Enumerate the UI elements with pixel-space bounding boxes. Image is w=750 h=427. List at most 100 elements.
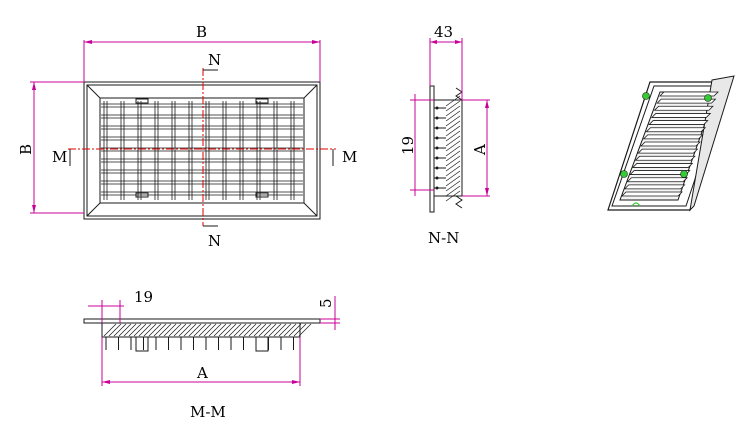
arrowhead bbox=[32, 82, 36, 90]
iso-blade bbox=[645, 127, 707, 133]
arrowhead bbox=[455, 40, 462, 44]
iso-blade bbox=[648, 120, 709, 125]
front-view: N N M M B B bbox=[17, 23, 357, 250]
hatch-line bbox=[293, 323, 307, 337]
section-label-n-top: N bbox=[208, 51, 221, 69]
hatch-line bbox=[445, 145, 461, 157]
arrowhead bbox=[84, 40, 92, 44]
arrowhead bbox=[292, 380, 300, 384]
hatch-line bbox=[445, 135, 461, 147]
hatch-line bbox=[123, 323, 137, 337]
hatch-line bbox=[148, 323, 162, 337]
hatch-line bbox=[445, 155, 461, 167]
dim-label-height: B bbox=[17, 144, 35, 155]
hatching bbox=[103, 323, 312, 337]
hatch-line bbox=[168, 323, 182, 337]
dim-label-thickness: 5 bbox=[317, 298, 335, 308]
iso-blade bbox=[653, 105, 714, 111]
hatch-line bbox=[238, 323, 252, 337]
iso-blade bbox=[623, 184, 686, 190]
hatch-line bbox=[445, 115, 461, 127]
section-label-m-left: M bbox=[52, 148, 67, 166]
hatch-line bbox=[288, 323, 302, 337]
outer-frame bbox=[83, 81, 321, 220]
iso-clip bbox=[620, 170, 628, 178]
blade-pin-head bbox=[435, 186, 439, 190]
hatch-line bbox=[143, 323, 157, 337]
iso-blade bbox=[659, 91, 719, 97]
spring-bottom bbox=[455, 195, 463, 209]
hatch-line bbox=[198, 323, 212, 337]
hatch-line bbox=[118, 323, 132, 337]
dim-label-width: B bbox=[196, 23, 207, 41]
hatch-line bbox=[445, 165, 461, 177]
arrowhead bbox=[32, 205, 36, 213]
side-view: 43 19 A N-N bbox=[399, 23, 490, 247]
hatch-line bbox=[233, 323, 247, 337]
hatch-line bbox=[273, 323, 287, 337]
hatching bbox=[445, 95, 461, 202]
spring-top bbox=[455, 87, 463, 101]
hatch-line bbox=[218, 323, 232, 337]
hatch-line bbox=[258, 323, 272, 337]
blade-pin-head bbox=[435, 106, 439, 110]
hatch-line bbox=[248, 323, 262, 337]
hatch-line bbox=[158, 323, 172, 337]
iso-clip bbox=[631, 202, 641, 207]
hatch-line bbox=[278, 323, 292, 337]
blade-pin-head bbox=[435, 136, 439, 140]
clip bbox=[255, 98, 269, 104]
hatch-line bbox=[445, 140, 461, 152]
hatch-line bbox=[103, 323, 117, 337]
hatch-line bbox=[228, 323, 242, 337]
hatch-line bbox=[223, 323, 237, 337]
hatch-line bbox=[445, 120, 461, 132]
blade-pin-head bbox=[435, 126, 439, 130]
iso-blade bbox=[634, 155, 696, 161]
iso-frame-side bbox=[689, 75, 735, 212]
hatch-line bbox=[163, 323, 177, 337]
dim-label-flange: 19 bbox=[134, 288, 153, 306]
hatch-line bbox=[213, 323, 227, 337]
iso-clip bbox=[642, 92, 650, 100]
clip bbox=[255, 192, 269, 198]
hatch-line bbox=[133, 323, 147, 337]
blade-pin-head bbox=[435, 146, 439, 150]
iso-blade bbox=[637, 148, 699, 154]
arrowhead bbox=[102, 380, 110, 384]
hatch-line bbox=[253, 323, 267, 337]
section-label-n-bottom: N bbox=[208, 232, 221, 250]
hatch-line bbox=[153, 323, 167, 337]
hatch-line bbox=[188, 323, 202, 337]
iso-clips bbox=[620, 92, 712, 207]
arrowhead bbox=[312, 40, 320, 44]
hatch-line bbox=[445, 185, 461, 197]
clip bbox=[135, 98, 149, 104]
iso-blade bbox=[656, 98, 717, 104]
hatch-line bbox=[298, 323, 312, 337]
iso-blade bbox=[642, 134, 704, 140]
hatch-line bbox=[108, 323, 122, 337]
hatch-line bbox=[445, 105, 461, 117]
bevel-top-right bbox=[303, 84, 318, 99]
section-label-m-right: M bbox=[342, 148, 357, 166]
iso-clip bbox=[680, 170, 688, 178]
hatch-line bbox=[128, 323, 142, 337]
arrowhead bbox=[485, 100, 489, 108]
hatch-line bbox=[445, 180, 461, 192]
hatch-line bbox=[445, 125, 461, 137]
arrowhead bbox=[485, 188, 489, 196]
iso-blade bbox=[631, 163, 694, 168]
hatch-line bbox=[138, 323, 152, 337]
hatch-line bbox=[203, 323, 217, 337]
iso-blade bbox=[626, 177, 689, 183]
bevel-top-left bbox=[86, 84, 101, 99]
side-flange bbox=[429, 85, 435, 213]
hatch-line bbox=[445, 100, 461, 112]
side-view-caption: N-N bbox=[428, 229, 459, 247]
arrowhead bbox=[430, 40, 437, 44]
bottom-view-caption: M-M bbox=[190, 403, 226, 421]
hatch-line bbox=[183, 323, 197, 337]
iso-blade bbox=[650, 113, 712, 118]
